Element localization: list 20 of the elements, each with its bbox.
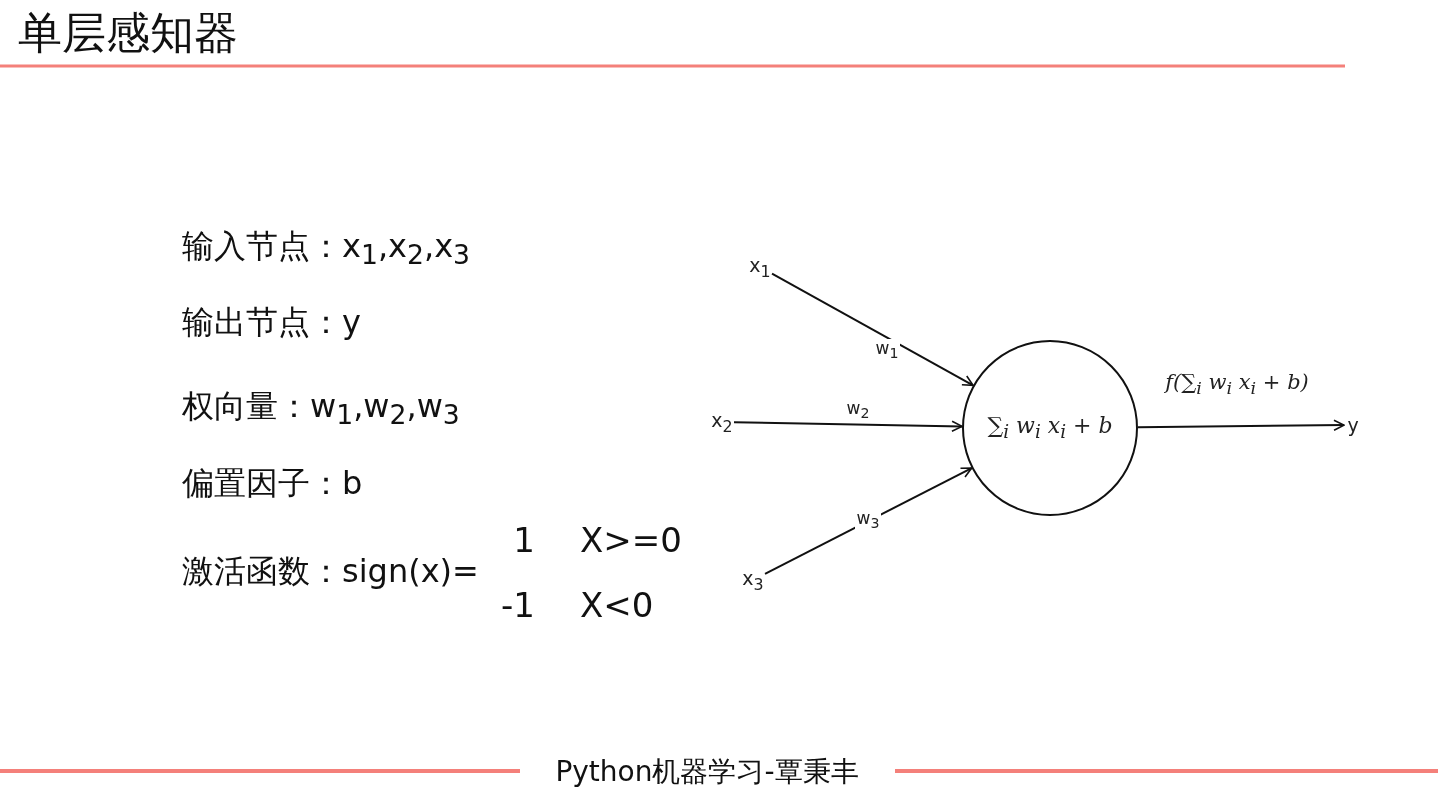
variable-label: x$_{2}$: [710, 410, 734, 434]
bullet-text: 输入节点：x$_{1}$,x$_{2}$,x$_{3}$: [182, 230, 471, 270]
bullet-text: 偏置因子：b: [182, 467, 363, 499]
variable-label: x$_{1}$: [748, 255, 772, 279]
variable-label: y: [1344, 412, 1362, 438]
footer-text: Python机器学习-覃秉丰: [555, 758, 859, 786]
arrow: [764, 467, 973, 575]
bullet-text: 输出节点：y: [182, 306, 361, 338]
case-condition: X>=0: [580, 523, 682, 557]
case-value: 1: [513, 523, 535, 557]
case-condition: X<0: [580, 588, 654, 622]
slide-title: 单层感知器: [18, 11, 238, 55]
arrow: [733, 420, 963, 432]
arrow: [1137, 419, 1345, 431]
bullet-text: 权向量：w$_{1}$,w$_{2}$,w$_{3}$: [182, 390, 460, 430]
variable-label: x$_{3}$: [741, 568, 765, 592]
case-value: -1: [501, 588, 535, 622]
neuron-circle: ∑$_{i}$ w$_{i}$ x$_{i}$ + b: [962, 340, 1138, 516]
bullet-text: 激活函数：sign(x)=: [182, 555, 479, 587]
arrow: [771, 272, 975, 387]
